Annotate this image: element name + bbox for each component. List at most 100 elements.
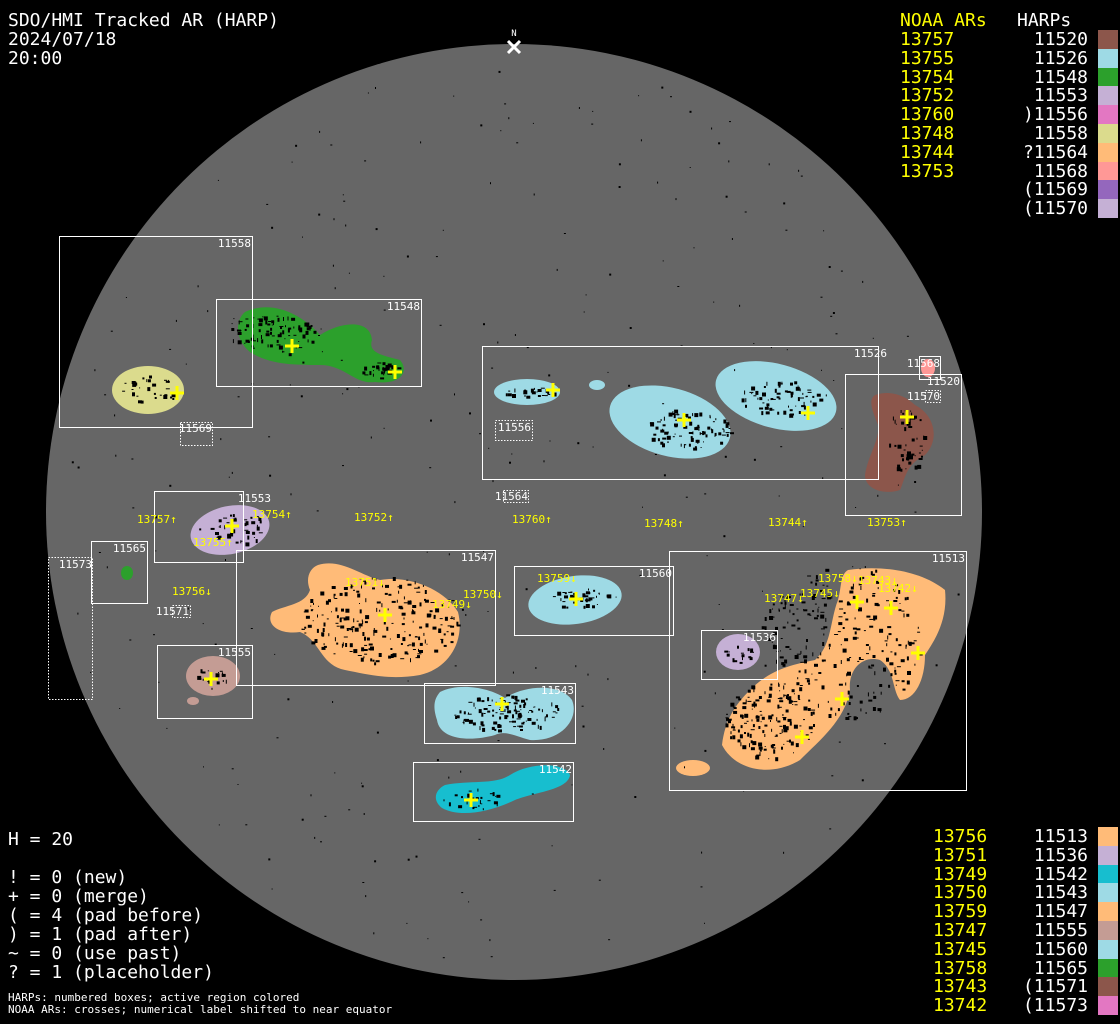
- sunspot: [231, 328, 235, 331]
- sunspot: [498, 724, 502, 728]
- harp-label: 11555: [218, 646, 251, 659]
- sunspot: [310, 599, 314, 603]
- sunspot: [201, 671, 206, 674]
- speck: [906, 335, 909, 337]
- sunspot: [406, 579, 409, 581]
- color-swatch: [1098, 977, 1118, 997]
- sunspot: [758, 696, 762, 699]
- sunspot: [730, 731, 732, 735]
- sunspot: [373, 628, 375, 630]
- harp-box[interactable]: 11542: [413, 762, 574, 822]
- harp-box[interactable]: 11573: [48, 557, 93, 700]
- sunspot: [279, 326, 284, 327]
- harp-box[interactable]: 11536: [701, 630, 778, 680]
- speck: [415, 855, 418, 858]
- sunspot: [505, 715, 509, 718]
- harp-box[interactable]: 11571: [156, 605, 191, 618]
- harp-box[interactable]: 11526: [482, 346, 888, 480]
- sunspot: [770, 720, 771, 722]
- sunspot: [887, 635, 889, 640]
- sunspot: [383, 371, 385, 376]
- sunspot: [211, 687, 213, 690]
- sunspot: [593, 589, 596, 592]
- speck: [498, 70, 501, 73]
- sunspot: [238, 321, 243, 323]
- sunspot: [478, 709, 482, 714]
- sunspot: [788, 699, 792, 704]
- speck: [582, 725, 585, 728]
- sunspot: [751, 386, 756, 391]
- sunspot: [551, 702, 553, 707]
- speck: [718, 604, 720, 605]
- sunspot: [288, 353, 292, 357]
- sunspot: [803, 609, 804, 611]
- region-11568: [921, 359, 935, 377]
- sunspot: [408, 634, 411, 637]
- harp-box[interactable]: 11547: [236, 550, 496, 686]
- harp-box[interactable]: 11564: [495, 490, 529, 503]
- harp-box[interactable]: 11513: [669, 551, 967, 791]
- sunspot: [738, 698, 742, 701]
- harp-box[interactable]: 11570: [907, 390, 941, 403]
- speck: [274, 653, 276, 655]
- sunspot: [504, 708, 506, 712]
- harp-box[interactable]: 11565: [91, 541, 148, 604]
- speck: [427, 938, 429, 940]
- sunspot: [389, 638, 391, 640]
- sunspot: [905, 468, 907, 470]
- sunspot: [858, 607, 862, 612]
- sunspot: [728, 651, 730, 653]
- harp-box[interactable]: 11558: [59, 236, 253, 428]
- sunspot: [277, 317, 280, 322]
- harp-box[interactable]: 11568: [907, 356, 941, 380]
- sunspot: [548, 394, 551, 395]
- sunspot: [778, 683, 780, 687]
- sunspot: [790, 741, 794, 746]
- sunspot: [789, 739, 791, 743]
- sunspot: [797, 677, 799, 680]
- sunspot: [344, 592, 348, 597]
- sunspot: [876, 580, 880, 584]
- harp-box[interactable]: 11555: [157, 645, 253, 719]
- sunspot: [492, 714, 495, 717]
- harp-box[interactable]: 11548: [216, 299, 422, 387]
- speck: [300, 395, 303, 398]
- sunspot: [487, 800, 491, 802]
- sunspot: [301, 628, 305, 630]
- sunspot: [817, 703, 819, 708]
- sunspot: [804, 669, 807, 674]
- speck: [320, 328, 322, 330]
- noaa-number: 13742: [933, 995, 988, 1017]
- sunspot: [172, 398, 175, 400]
- sunspot: [488, 705, 492, 706]
- sunspot: [840, 660, 842, 664]
- harp-box[interactable]: 11553: [154, 491, 272, 563]
- sunspot: [519, 704, 522, 708]
- speck: [383, 309, 386, 311]
- harp-box[interactable]: 11569: [179, 422, 213, 446]
- sunspot: [873, 691, 875, 694]
- sunspot: [343, 587, 348, 590]
- harp-box[interactable]: 11560: [514, 566, 674, 636]
- sunspot: [780, 650, 781, 652]
- harp-box[interactable]: 11520: [845, 374, 962, 516]
- sunspot: [880, 691, 882, 695]
- sunspot: [871, 573, 875, 576]
- speck: [465, 614, 467, 616]
- speck: [831, 775, 834, 777]
- harp-box[interactable]: 11556: [495, 420, 533, 441]
- sunspot: [468, 790, 472, 792]
- harp-box[interactable]: 11543: [424, 683, 576, 744]
- speck: [324, 815, 327, 817]
- sunspot: [904, 597, 907, 601]
- sunspot: [407, 645, 410, 647]
- sunspot: [785, 709, 789, 713]
- sunspot: [250, 516, 253, 519]
- sunspot: [805, 395, 808, 397]
- sunspot: [790, 382, 793, 386]
- sunspot: [221, 673, 226, 677]
- sunspot: [785, 696, 788, 699]
- sunspot: [392, 577, 396, 581]
- sunspot: [749, 657, 753, 661]
